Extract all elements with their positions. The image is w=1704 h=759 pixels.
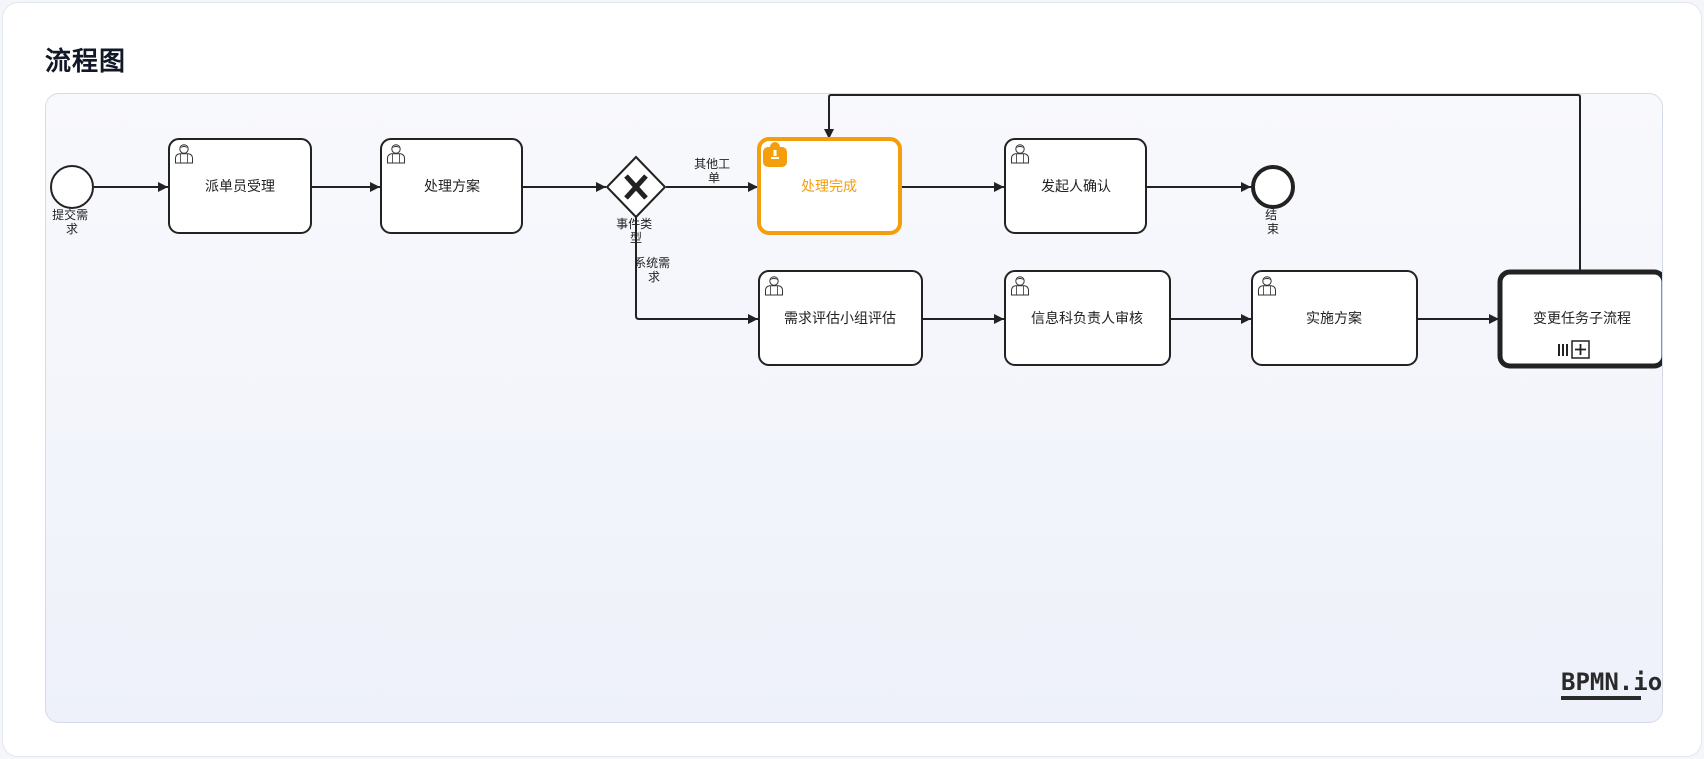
flow-subprocess-to-complete[interactable] xyxy=(824,94,1581,272)
gateway-x-icon xyxy=(624,174,648,200)
task-label: 发起人确认 xyxy=(1041,179,1111,195)
gateway-label: 事件类 型 xyxy=(616,217,656,245)
parallel-multi-instance-icon xyxy=(1558,344,1568,356)
task-label: 实施方案 xyxy=(1306,310,1362,327)
expand-subprocess-icon[interactable] xyxy=(1571,340,1590,359)
flow-label-system: 系统需 求 xyxy=(634,256,674,284)
end-event-label: 结 束 xyxy=(1265,208,1281,236)
subprocess-change-task[interactable]: 变更任务子流程 xyxy=(1497,269,1663,369)
bpmn-io-logo[interactable]: BPMN.io xyxy=(1561,668,1662,700)
task-initiator-confirm[interactable]: 发起人确认 xyxy=(1004,138,1147,234)
flow-gateway-to-assessment[interactable] xyxy=(635,217,758,324)
subprocess-label: 变更任务子流程 xyxy=(1533,311,1631,327)
task-processing-complete[interactable]: 处理完成 xyxy=(757,137,902,235)
page-title: 流程图 xyxy=(45,47,127,77)
bpmn-diagram: 其他工 单 系统需 求 提交需 求 派单员受理 xyxy=(50,94,1663,700)
end-event[interactable] xyxy=(1251,165,1295,209)
task-label: 信息科负责人审核 xyxy=(1031,310,1143,327)
task-handling-plan[interactable]: 处理方案 xyxy=(380,138,523,234)
exclusive-gateway[interactable] xyxy=(605,155,667,219)
start-event-label: 提交需 求 xyxy=(52,207,92,236)
task-label: 需求评估小组评估 xyxy=(784,311,896,327)
task-it-head-review[interactable]: 信息科负责人审核 xyxy=(1004,270,1171,366)
task-requirement-assessment[interactable]: 需求评估小组评估 xyxy=(758,270,923,366)
task-implementation-plan[interactable]: 实施方案 xyxy=(1251,270,1418,366)
task-label: 处理方案 xyxy=(424,178,480,195)
flow-label-other: 其他工 单 xyxy=(694,157,734,185)
bpmn-canvas[interactable]: 其他工 单 系统需 求 提交需 求 派单员受理 xyxy=(45,93,1663,723)
task-label: 派单员受理 xyxy=(205,179,275,195)
task-label: 处理完成 xyxy=(801,179,857,195)
start-event[interactable] xyxy=(50,165,94,209)
task-dispatch[interactable]: 派单员受理 xyxy=(168,138,312,234)
bpmn-io-logo-text: BPMN.io xyxy=(1561,668,1662,696)
active-task-icon xyxy=(763,142,787,167)
sequence-flows xyxy=(94,94,1581,324)
